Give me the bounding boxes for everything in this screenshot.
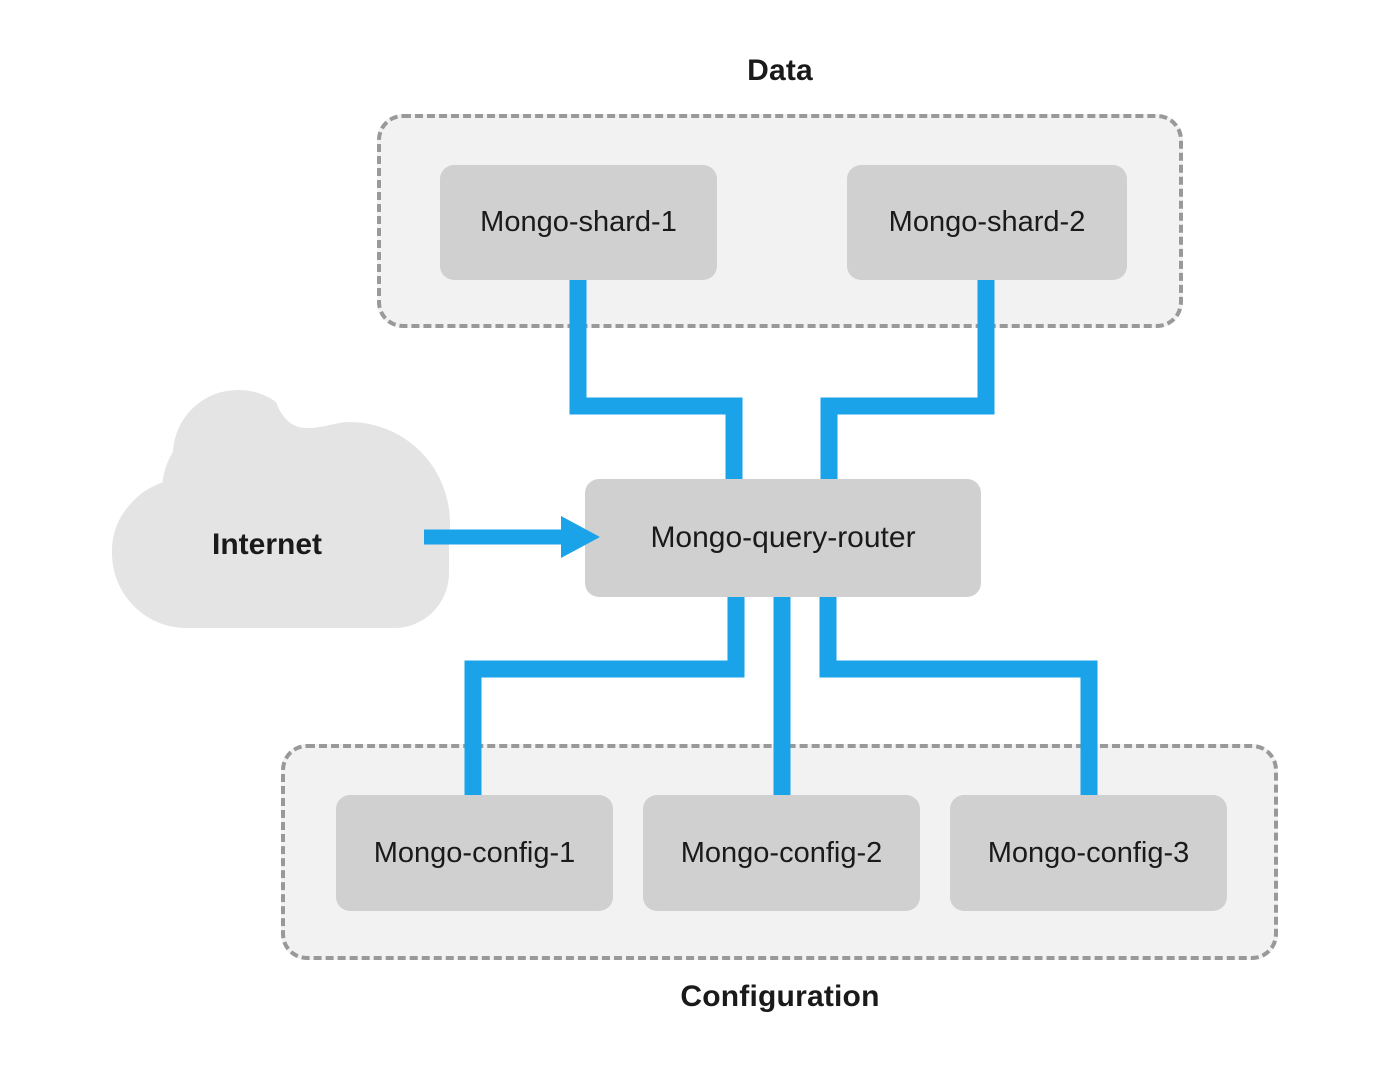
group-label-data: Data <box>747 54 813 87</box>
node-mongo-config-1[interactable]: Mongo-config-1 <box>336 795 613 911</box>
internet-label: Internet <box>211 528 322 561</box>
node-mongo-config-3[interactable]: Mongo-config-3 <box>950 795 1227 911</box>
node-mongo-shard-1[interactable]: Mongo-shard-1 <box>440 165 717 280</box>
internet-cloud <box>112 418 426 628</box>
node-mongo-shard-2[interactable]: Mongo-shard-2 <box>847 165 1127 280</box>
cloud-lobes <box>112 418 426 628</box>
node-mongo-query-router[interactable]: Mongo-query-router <box>585 479 981 597</box>
node-mongo-config-2[interactable]: Mongo-config-2 <box>643 795 920 911</box>
group-label-configuration: Configuration <box>680 980 880 1013</box>
